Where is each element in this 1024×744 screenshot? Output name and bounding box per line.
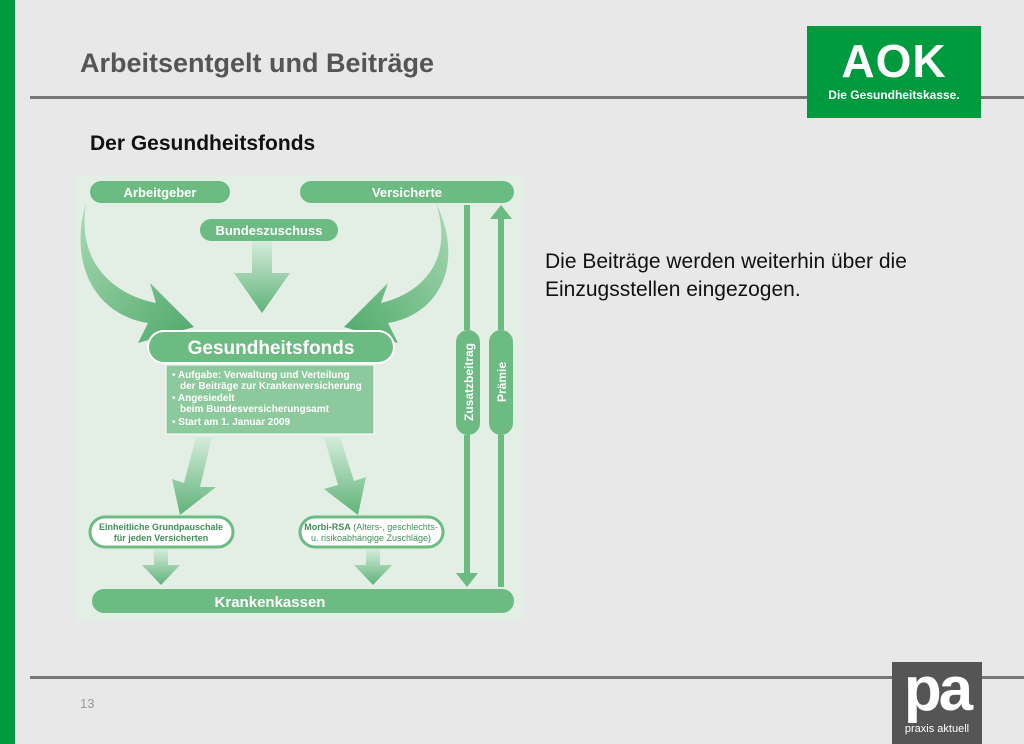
morbi-rsa-rest: (Alters-, geschlechts- (351, 522, 438, 532)
pill-gesundheitsfonds-label: Gesundheitsfonds (188, 338, 355, 359)
pill-arbeitgeber (90, 181, 230, 203)
page-number: 13 (80, 696, 95, 711)
pill-versicherte-label: Versicherte (372, 185, 442, 200)
pill-bundeszuschuss (200, 219, 338, 241)
fonds-bullet-3: • Start am 1. Januar 2009 (172, 417, 290, 428)
arrow-morbi-rsa-to-krankenkassen (354, 549, 392, 585)
pill-bundeszuschuss-label: Bundeszuschuss (216, 223, 323, 238)
bar-zusatzbeitrag-label: Zusatzbeitrag (462, 343, 476, 421)
fonds-bullet-1-cont: der Beiträge zur Krankenversicherung (180, 381, 362, 392)
arrow-versicherte-to-fonds (344, 203, 449, 343)
fonds-bullet-2: • Angesiedelt (172, 393, 235, 404)
bar-praemie-label: Prämie (495, 362, 509, 402)
arrow-bundeszuschuss-to-fonds (234, 241, 290, 313)
slide-subtitle: Der Gesundheitsfonds (90, 132, 316, 155)
pa-logo-tagline: praxis aktuell (904, 723, 970, 735)
pill-gesundheitsfonds (147, 330, 395, 364)
aok-logo: AOK Die Gesundheitskasse. (807, 26, 981, 118)
header-divider (30, 96, 1024, 99)
aok-logo-tagline: Die Gesundheitskasse. (828, 88, 960, 102)
aok-logo-text: AOK (841, 35, 947, 87)
line-praemie-upper (498, 219, 504, 330)
pill-grundpauschale-line2: für jeden Versicherten (114, 533, 209, 543)
pill-morbi-rsa-line1: Morbi-RSA (Alters-, geschlechts- (304, 522, 438, 532)
pa-logo-text: pa (903, 655, 973, 724)
arrow-fonds-to-morbi-rsa (324, 437, 366, 515)
arrowhead-zusatzbeitrag-down (456, 573, 478, 587)
line-praemie-lower (498, 435, 504, 587)
pill-krankenkassen (92, 589, 514, 613)
fonds-bullet-1: • Aufgabe: Verwaltung und Verteilung (172, 370, 350, 381)
slide-title: Arbeitsentgelt und Beiträge (80, 48, 435, 78)
pill-arbeitgeber-label: Arbeitgeber (124, 185, 197, 200)
arrow-grundpauschale-to-krankenkassen (142, 549, 180, 585)
morbi-rsa-bold: Morbi-RSA (304, 522, 351, 532)
gesundheitsfonds-diagram: Arbeitgeber Versicherte Bundeszuschuss Z… (76, 175, 523, 621)
footer-divider (30, 676, 1024, 679)
pill-krankenkassen-label: Krankenkassen (215, 594, 326, 611)
pill-morbi-rsa (298, 515, 445, 549)
bar-zusatzbeitrag (456, 330, 480, 435)
body-text: Die Beiträge werden weiterhin über die E… (545, 250, 907, 301)
left-accent-bar (0, 0, 15, 744)
arrow-fonds-to-grundpauschale (172, 437, 216, 515)
line-zusatzbeitrag-upper (464, 205, 470, 330)
pill-grundpauschale (88, 515, 235, 549)
arrow-arbeitgeber-to-fonds (80, 203, 194, 343)
praxis-aktuell-logo: pa praxis aktuell (892, 655, 982, 744)
fonds-info-box (165, 364, 375, 435)
bar-praemie (489, 330, 513, 435)
fonds-bullet-2-cont: beim Bundesversicherungsamt (180, 404, 330, 415)
arrowhead-praemie-up (490, 205, 512, 219)
pill-versicherte (300, 181, 514, 203)
line-zusatzbeitrag-lower (464, 435, 470, 575)
pill-morbi-rsa-line2: u. risikoabhängige Zuschläge) (311, 533, 431, 543)
pill-grundpauschale-line1: Einheitliche Grundpauschale (99, 522, 223, 532)
